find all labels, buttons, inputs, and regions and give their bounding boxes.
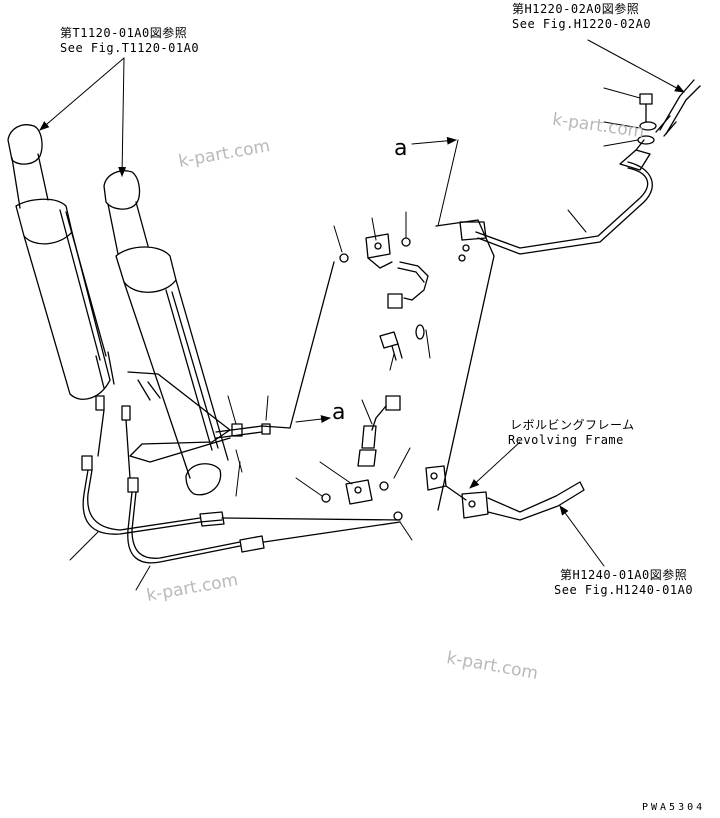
ref-bottom-right-jp: 第H1240-01A0図参照 [560,568,688,582]
leader-lines [69,87,641,591]
revolving-frame-plate [289,219,495,511]
top-right-hose [635,79,701,151]
upper-valve-block [339,233,429,309]
ref-top-right-jp: 第H1220-02A0図参照 [512,2,640,16]
pressure-sensor-tube [215,423,291,439]
right-hydraulic-cylinder [103,170,229,496]
left-hydraulic-cylinder [7,124,115,400]
reference-arrows [39,39,685,567]
hose-outer [82,469,223,535]
callout-a-upper: a [394,136,408,161]
lower-pressure-switch [321,395,403,521]
hose-fittings-left [81,395,139,493]
ref-top-left-jp: 第T1120-01A0図参照 [60,26,188,40]
ref-bottom-right-en: See Fig.H1240-01A0 [554,583,694,597]
upper-pipe [458,149,653,262]
callout-a-lower: a [332,400,346,425]
hose-inner [127,491,241,564]
ref-top-right-en: See Fig.H1220-02A0 [512,17,652,31]
revolving-frame-jp: レボルビングフレーム [510,418,635,432]
cylinder-bracket [127,371,231,463]
lower-frame-brackets [425,465,585,521]
ref-top-left-en: See Fig.T1120-01A0 [60,41,200,55]
revolving-frame-en: Revolving Frame [508,433,624,447]
upper-bolt [379,324,425,361]
hose-end-fittings [199,511,401,553]
drawing-code: PWA5304 [642,802,706,813]
